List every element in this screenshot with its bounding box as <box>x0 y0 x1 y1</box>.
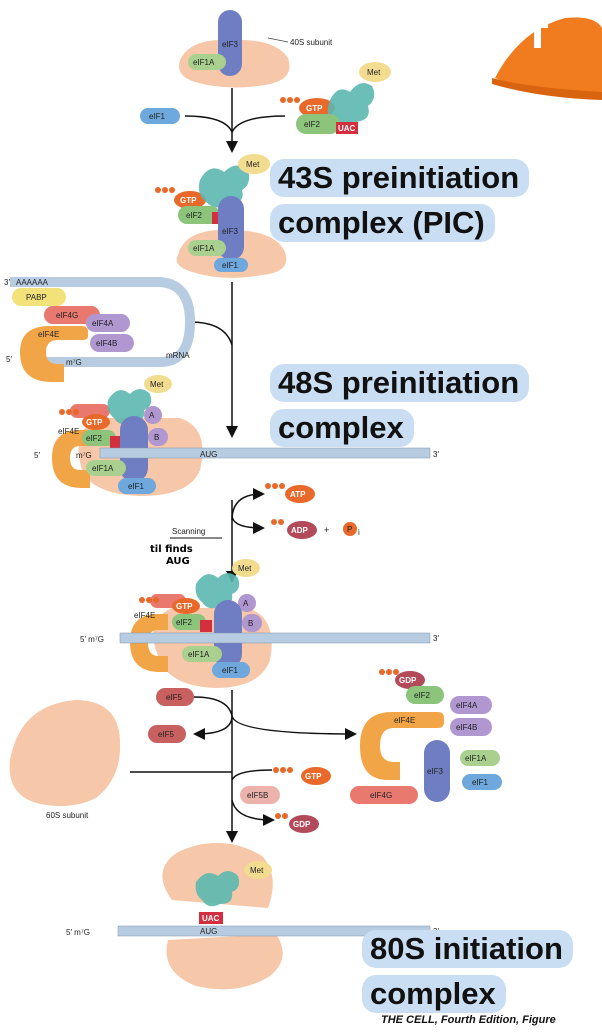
eIF5B-label: eIF5B <box>247 791 268 800</box>
cap-label: m⁷G <box>76 451 92 460</box>
eIF4B-label: eIF4B <box>456 723 477 732</box>
gtp-label: GTP <box>86 418 103 427</box>
three-prime-label: 3′ <box>433 634 439 643</box>
eIF1A-label: eIF1A <box>92 464 114 473</box>
gtp-eIF5B: GTP <box>273 767 331 785</box>
eIF4E-label: eIF4E <box>58 427 79 436</box>
eIF3-label: eIF3 <box>222 40 239 49</box>
atp-molecule: ATP <box>265 483 315 503</box>
pi-subscript: i <box>358 528 360 537</box>
met-label: Met <box>246 160 260 169</box>
eIF4A-label: eIF4A <box>92 319 114 328</box>
gdp-label: GDP <box>293 820 311 829</box>
eIF4B-fragment-label: B <box>154 433 159 442</box>
callout-80s-line2: complex <box>362 975 506 1013</box>
eIF2-label: eIF2 <box>414 691 431 700</box>
adp-label: ADP <box>291 526 309 535</box>
pi-label: P <box>347 525 352 534</box>
three-prime-label: 3′ <box>433 450 439 459</box>
complex-80s: Met UAC <box>162 842 283 990</box>
callout-48s-line2: complex <box>270 409 414 447</box>
gdp-eIF5B: GDP <box>275 813 319 833</box>
eIF1-label: eIF1 <box>472 778 489 787</box>
released-factors: GDP eIF2 eIF4A eIF4B eIF4E eIF3 eIF1A eI… <box>350 669 502 804</box>
eIF2-label: eIF2 <box>176 618 193 627</box>
three-prime-label: 3′ <box>4 278 10 287</box>
subunit-40s-label: 40S subunit <box>290 38 333 47</box>
eIF3-label: eIF3 <box>222 227 239 236</box>
eIF1A-label: eIF1A <box>188 650 210 659</box>
eIF1-label: eIF1 <box>149 112 166 121</box>
eIF1-factor <box>140 108 180 124</box>
eIF4B-fragment-label: B <box>248 619 253 628</box>
mrna-strand <box>99 447 431 459</box>
five-prime-label: 5′ <box>6 355 12 364</box>
figure-credit: THE CELL, Fourth Edition, Figure <box>381 1014 556 1026</box>
five-prime-label: 5′ <box>34 451 40 460</box>
aug-label: AUG <box>200 927 217 936</box>
gtp-label: GTP <box>306 104 323 113</box>
plus-label: + <box>324 525 329 535</box>
met-label: Met <box>367 68 381 77</box>
atp-label: ATP <box>290 490 306 499</box>
eIF4A-fragment-label: A <box>149 411 155 420</box>
mrna-label: mRNA <box>166 351 190 360</box>
subunit-60s-label: 60S subunit <box>46 811 89 820</box>
eIF4A-fragment-label: A <box>243 599 249 608</box>
five-prime-cap-label: 5′ m⁷G <box>66 928 90 937</box>
callout-43s-line1: 43S preinitiation <box>270 159 530 197</box>
cap-label: m⁷G <box>66 358 82 367</box>
tennessee-cap-icon <box>492 17 602 100</box>
eIF1A-factor <box>188 54 226 70</box>
scanning-label: Scanning <box>172 527 205 536</box>
eIF2-label: eIF2 <box>304 120 321 129</box>
gtp-label: GTP <box>305 772 322 781</box>
complex-43s: GTP Met eIF2 eIF3 eIF1A eIF1 <box>155 154 287 278</box>
eIF4G-label: eIF4G <box>370 791 392 800</box>
gtp-label: GTP <box>180 196 197 205</box>
polyA-label: AAAAAA <box>16 278 49 287</box>
five-prime-cap-label: 5′ m⁷G <box>80 635 104 644</box>
met-label: Met <box>150 380 164 389</box>
eIF4E-label: eIF4E <box>394 716 415 725</box>
gtp-label: GTP <box>176 602 193 611</box>
aug-label: AUG <box>200 450 217 459</box>
eIF4B-label: eIF4B <box>96 339 117 348</box>
pabp-label: PABP <box>26 293 47 302</box>
handwritten-note-aug: AUG <box>166 556 190 567</box>
met-label: Met <box>238 564 252 573</box>
handwritten-note: til finds <box>150 544 193 555</box>
eIF5-label: eIF5 <box>166 693 183 702</box>
eIF2-label: eIF2 <box>86 434 103 443</box>
eIF4A-label: eIF4A <box>456 701 478 710</box>
ternary-complex: GTP Met eIF2 UAC <box>280 62 391 134</box>
mrna-loop: 3′ AAAAAA PABP eIF4G eIF4A eIF4B eIF4E 5… <box>4 277 196 382</box>
gdp-label: GDP <box>399 676 417 685</box>
met-label: Met <box>250 866 264 875</box>
adp-molecule: ADP + P i <box>271 519 360 539</box>
ribosome-60s <box>9 700 121 806</box>
complex-48s: GTP eIF4E eIF2 Met A B eIF3 eIF1A eIF1 <box>52 375 203 496</box>
uac-label: UAC <box>338 124 356 133</box>
eIF1A-label: eIF1A <box>193 244 215 253</box>
eIF1A-label: eIF1A <box>193 58 215 67</box>
eIF1-label: eIF1 <box>222 261 239 270</box>
complex-scanning: GTP eIF4E eIF2 Met A B eIF3 eIF1A eIF1 <box>130 559 272 688</box>
eIF5-label: eIF5 <box>158 730 175 739</box>
callout-43s-line2: complex (PIC) <box>270 204 495 242</box>
eIF4E-label: eIF4E <box>134 611 155 620</box>
eIF4G-label: eIF4G <box>56 311 78 320</box>
callout-48s-line1: 48S preinitiation <box>270 364 530 402</box>
eIF1-label: eIF1 <box>222 666 239 675</box>
eIF3-label: eIF3 <box>427 767 444 776</box>
mrna-strand <box>119 632 431 644</box>
eIF1-label: eIF1 <box>128 482 145 491</box>
uac-label: UAC <box>202 914 220 923</box>
callout-80s-line1: 80S initiation <box>362 930 573 968</box>
eIF1A-label: eIF1A <box>465 754 487 763</box>
eIF2-label: eIF2 <box>186 211 203 220</box>
eIF4E-label: eIF4E <box>38 330 59 339</box>
